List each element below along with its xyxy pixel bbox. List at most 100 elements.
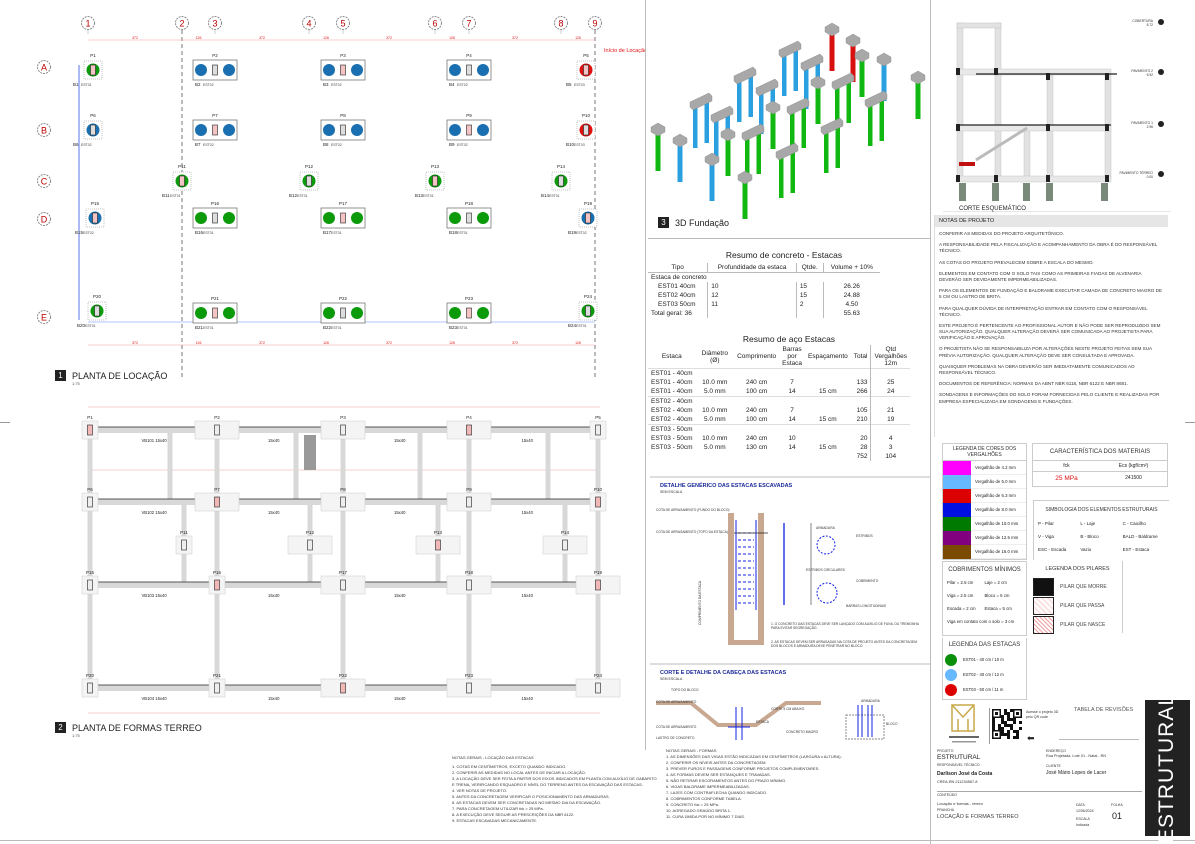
table-cell <box>648 452 696 461</box>
beam-label: 15x40 <box>268 696 280 701</box>
level-value: 5.92 <box>1147 73 1154 77</box>
view-scale: 1:75 <box>72 733 80 738</box>
qr-module <box>998 724 1001 727</box>
pillar-label: P8 <box>340 487 346 492</box>
pile-shaft <box>846 79 851 123</box>
general-note: 11. CURA ÚMIDA POR NO MÍNIMO 7 DIAS. <box>666 814 746 819</box>
pile-type-label: EST01 <box>297 194 308 198</box>
pile-type-label: EST01 <box>549 194 560 198</box>
materials-table: CARACTERÍSTICA DOS MATERIAIS fck Ecs (kg… <box>1032 443 1168 487</box>
pile-shaft <box>790 149 795 193</box>
pile-shaft <box>693 104 698 148</box>
table-cell: 15 <box>795 291 824 300</box>
pile-type-label: EST03 <box>574 143 585 147</box>
pile-type-label: EST01 <box>423 194 434 198</box>
table-cell <box>870 368 910 378</box>
section-column <box>994 22 1002 179</box>
address-label: ENDEREÇO <box>1046 749 1066 753</box>
pile-marker <box>477 307 489 319</box>
section-beam <box>956 124 1112 132</box>
qr-module <box>1013 730 1016 733</box>
soil-hatch <box>728 640 764 645</box>
table-cell: 10.0 mm <box>702 379 728 386</box>
pillar <box>214 496 220 508</box>
pillar-marker <box>583 124 589 136</box>
pillar <box>595 496 601 508</box>
pillar-label: P7 <box>214 487 220 492</box>
stair-void <box>304 435 316 470</box>
pillar-marker <box>90 124 96 136</box>
pile-shaft <box>737 78 742 122</box>
column-header: Profundidade da estaca <box>707 263 797 273</box>
pillar-label: P19 <box>594 570 603 575</box>
project-note: A RESPONSABILIDADE PELA FISCALIZAÇÃO E A… <box>939 242 1158 254</box>
company-logo <box>949 704 979 743</box>
view-name: PLANTA DE FORMAS TERREO <box>72 722 202 733</box>
pile-3d <box>720 127 736 176</box>
table-cell <box>805 452 851 461</box>
section-node <box>1105 124 1109 131</box>
pillar <box>595 579 601 591</box>
pillar-marker <box>466 212 472 224</box>
pillar-label: P14 <box>557 164 566 169</box>
table-cell: EST03 50cm <box>658 301 696 308</box>
cover-item: Estaca = 5 cm <box>984 606 1012 611</box>
pile-marker <box>477 64 489 76</box>
rebar-legend-label: Vergalhão de 5.0 mm <box>975 479 1016 484</box>
detail-label: CONCRETO MAGRO <box>786 730 819 734</box>
qr-module <box>1010 724 1013 727</box>
project-label: PROJETO <box>937 749 954 753</box>
pile-shaft <box>704 99 709 143</box>
axis-bubble <box>336 16 350 30</box>
materials-header-fck: fck <box>1063 463 1070 469</box>
axis-label: C <box>41 177 48 187</box>
qr-module <box>1010 709 1013 712</box>
qr-module <box>1001 730 1004 733</box>
pillar-label: P18 <box>465 201 474 206</box>
total-label: Total geral: 36 <box>651 310 692 317</box>
pile-cap-3d <box>824 22 840 37</box>
axis-label: 2 <box>179 19 184 29</box>
table-cell: 7 <box>790 407 794 414</box>
detail-label: COBRIMENTO <box>856 579 879 583</box>
view-number: 2 <box>55 722 66 733</box>
pile-marker <box>195 124 207 136</box>
pile-3d <box>672 133 688 182</box>
beam-label: 15x40 <box>394 510 406 515</box>
title-block: Acesse o projeto 3D pelo QR code ⬅ TABEL… <box>934 700 1142 838</box>
beam-label: VB103 15x40 <box>142 593 168 598</box>
table-cell: 15 cm <box>819 388 837 395</box>
pile-shaft <box>709 161 715 201</box>
pillar-label: P7 <box>212 113 218 118</box>
rebar-legend-label: Vergalhão de 8.0 mm <box>975 507 1016 512</box>
pillar-marker <box>340 307 346 319</box>
dimension-value: 126 <box>575 36 581 40</box>
arrow-left-icon: ⬅ <box>1027 733 1035 743</box>
address-value: Rua Projetada, Lote 01 - Natal - RN <box>1046 754 1107 758</box>
pile-cap-3d <box>775 142 799 161</box>
block-label: B10 <box>566 142 575 147</box>
pillar-label: P16 <box>211 201 220 206</box>
section-pile <box>1023 183 1030 201</box>
pillar-label: P24 <box>594 673 603 678</box>
qr-code[interactable] <box>992 709 1022 741</box>
table-cell <box>795 309 824 318</box>
general-notes-title: NOTAS GERAIS - LOCAÇÃO DAS ESTACAS <box>452 755 534 760</box>
section-node <box>1105 175 1109 182</box>
project-note: PARA QUALQUER DÚVIDA DE INTERPRETAÇÃO EN… <box>939 305 1148 317</box>
block-label: B15 <box>75 230 84 235</box>
pillar-marker <box>212 124 218 136</box>
table-cell: 100 cm <box>745 388 768 395</box>
detail-title: DETALHE GENÉRICO DAS ESTACAS ESCAVADAS <box>660 481 793 489</box>
author-name: Darlison José da Costa <box>937 771 993 777</box>
axis-bubble <box>208 16 222 30</box>
pile-legend-label: EST01 - 40 cm / 10 m <box>963 657 1004 662</box>
block-label: B7 <box>195 142 201 147</box>
pile-marker <box>449 212 461 224</box>
dimension-value: 372 <box>386 341 392 345</box>
block-label: B14 <box>541 193 550 198</box>
